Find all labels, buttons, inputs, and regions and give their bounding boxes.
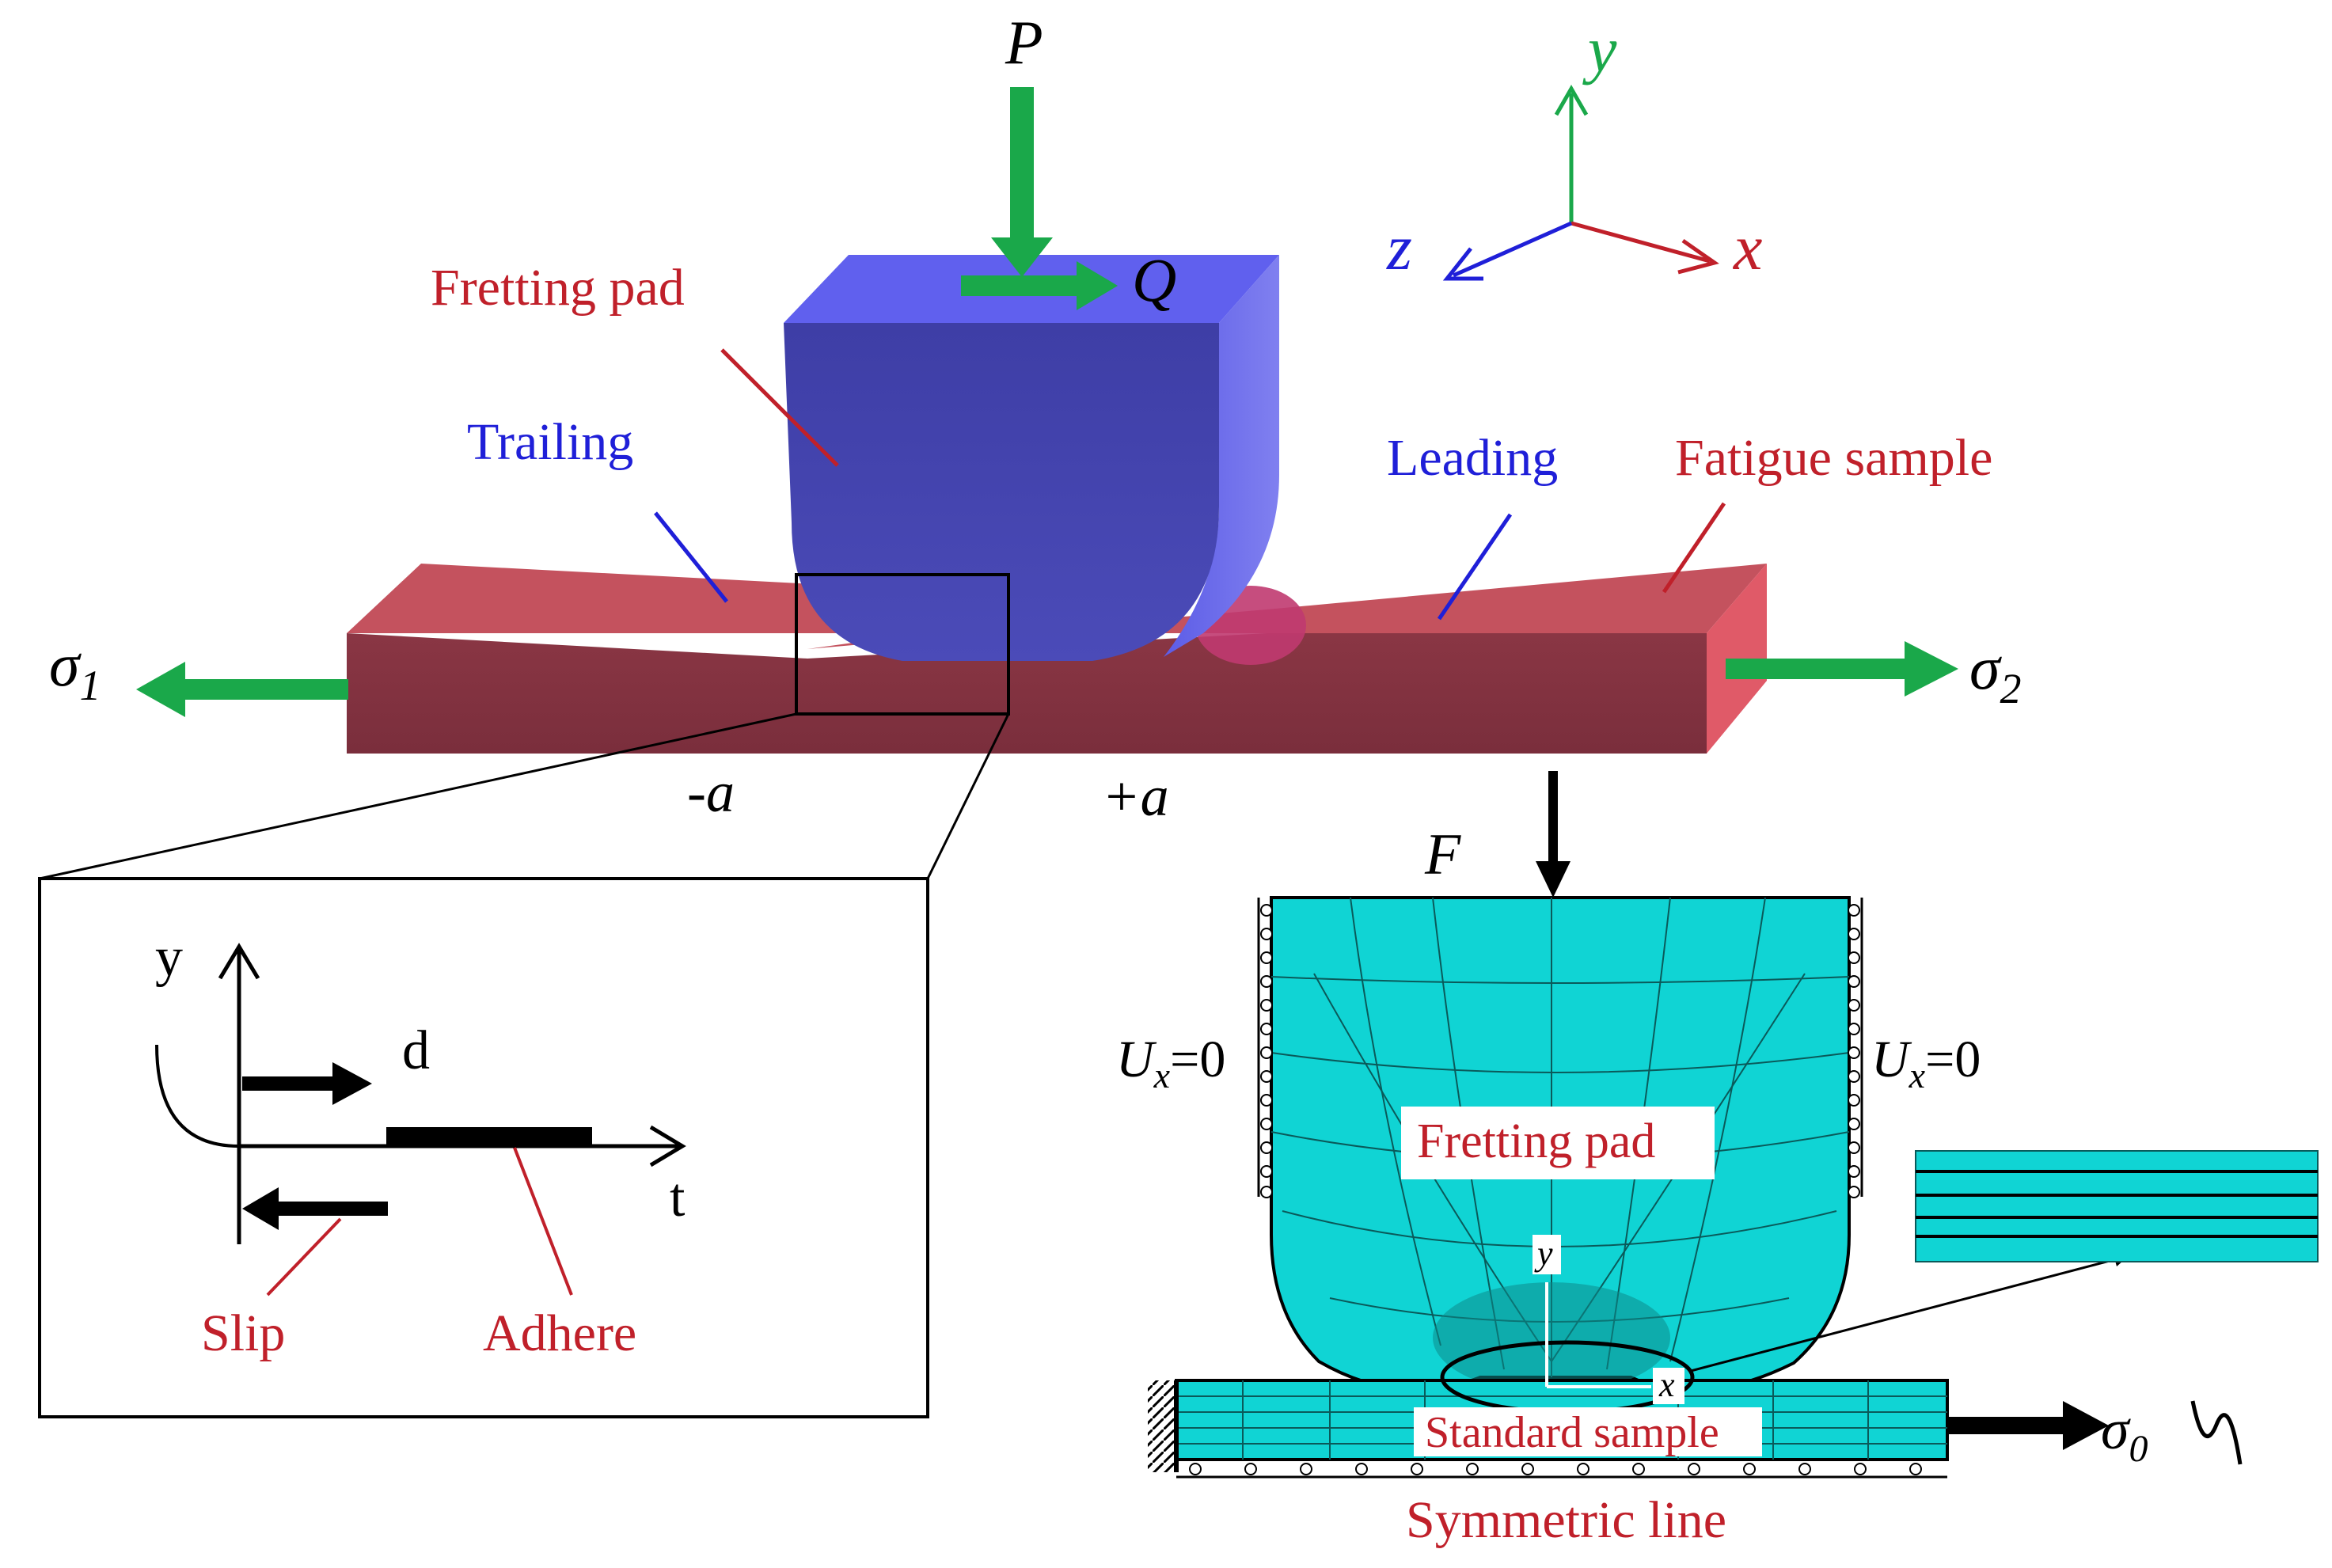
label-q: Q	[1132, 245, 1176, 314]
inset-adhere-leader	[513, 1147, 573, 1296]
fretting-pad-side	[1164, 255, 1279, 657]
mesh-pad-label-box	[1401, 1107, 1715, 1179]
inset-label-d: d	[402, 1020, 430, 1081]
label-sigma1: σ1	[49, 630, 101, 709]
axis-label-z: z	[1386, 211, 1412, 283]
mesh-label-f: F	[1424, 822, 1461, 887]
label-leading: Leading	[1387, 429, 1558, 487]
zoom-line-right	[926, 713, 1010, 879]
fe-mesh-model: F	[1116, 771, 2319, 1549]
sigma2-arrow	[1726, 641, 1958, 697]
mesh-sigma0-arrow	[1949, 1417, 2068, 1434]
mesh-label-symmetric-line: Symmetric line	[1406, 1491, 1726, 1549]
mesh-label-local-x: x	[1658, 1365, 1675, 1404]
mesh-sample-label-box	[1414, 1407, 1762, 1456]
axis-label-x: x	[1733, 211, 1762, 283]
inset-slip-leader	[266, 1217, 342, 1297]
slip-adhere-inset: y d t Slip Adhere	[38, 877, 929, 1418]
leader-leading	[1437, 513, 1513, 621]
label-fretting-pad-top: Fretting pad	[431, 259, 685, 317]
inset-d-arrow	[242, 1076, 337, 1091]
sigma1-arrow	[136, 662, 348, 717]
coordinate-axes	[1442, 84, 1719, 281]
leader-fretting-pad	[720, 348, 839, 467]
inset-adhere-bar	[386, 1127, 592, 1148]
mesh-label-ux-right: Ux=0	[1871, 1031, 1981, 1095]
inset-label-y: y	[155, 927, 183, 988]
mesh-label-ux-left: Ux=0	[1116, 1031, 1225, 1095]
mesh-dense-zone	[1433, 1282, 1670, 1393]
mesh-detail-leader	[1690, 1255, 2125, 1372]
zoom-box	[795, 573, 1010, 716]
label-fatigue-sample: Fatigue sample	[1675, 429, 1992, 487]
leader-fatigue-sample	[1662, 502, 1726, 594]
inset-label-slip: Slip	[201, 1304, 285, 1362]
mesh-local-x-box	[1653, 1368, 1684, 1404]
fatigue-sample-front	[347, 633, 1707, 754]
fretting-pad-3d	[784, 255, 1279, 661]
mesh-bottom-rollers	[1189, 1463, 1922, 1475]
axis-label-y: y	[1582, 13, 1617, 85]
mesh-label-fretting-pad: Fretting pad	[1417, 1114, 1655, 1168]
mesh-local-y-box	[1533, 1235, 1561, 1274]
label-sigma2: σ2	[1969, 633, 2021, 712]
inset-slip-arrow	[277, 1202, 388, 1216]
label-p: P	[1005, 8, 1043, 77]
force-q-arrow	[961, 261, 1118, 310]
fretting-pad-front	[784, 323, 1219, 661]
mesh-hatch	[1148, 1380, 1176, 1472]
label-minus-a: -a	[687, 761, 735, 824]
mesh-label-standard-sample: Standard sample	[1425, 1408, 1719, 1457]
mesh-label-sigma0: σ0	[2101, 1398, 2148, 1470]
mesh-cyclic-wave-icon	[2190, 1400, 2243, 1465]
force-p-arrow	[991, 87, 1053, 277]
inset-label-t: t	[670, 1167, 686, 1228]
mesh-label-local-y: y	[1534, 1234, 1553, 1273]
label-trailing: Trailing	[467, 413, 633, 471]
mesh-layer-detail	[1915, 1150, 2319, 1262]
inset-curve	[155, 1044, 240, 1148]
label-plus-a: +a	[1102, 765, 1169, 828]
zoom-line-left	[39, 712, 797, 880]
leader-trailing	[654, 511, 728, 603]
inset-label-adhere: Adhere	[483, 1304, 636, 1362]
mesh-rollers	[1260, 904, 1860, 1198]
mesh-layer-lines	[1916, 1170, 2318, 1238]
